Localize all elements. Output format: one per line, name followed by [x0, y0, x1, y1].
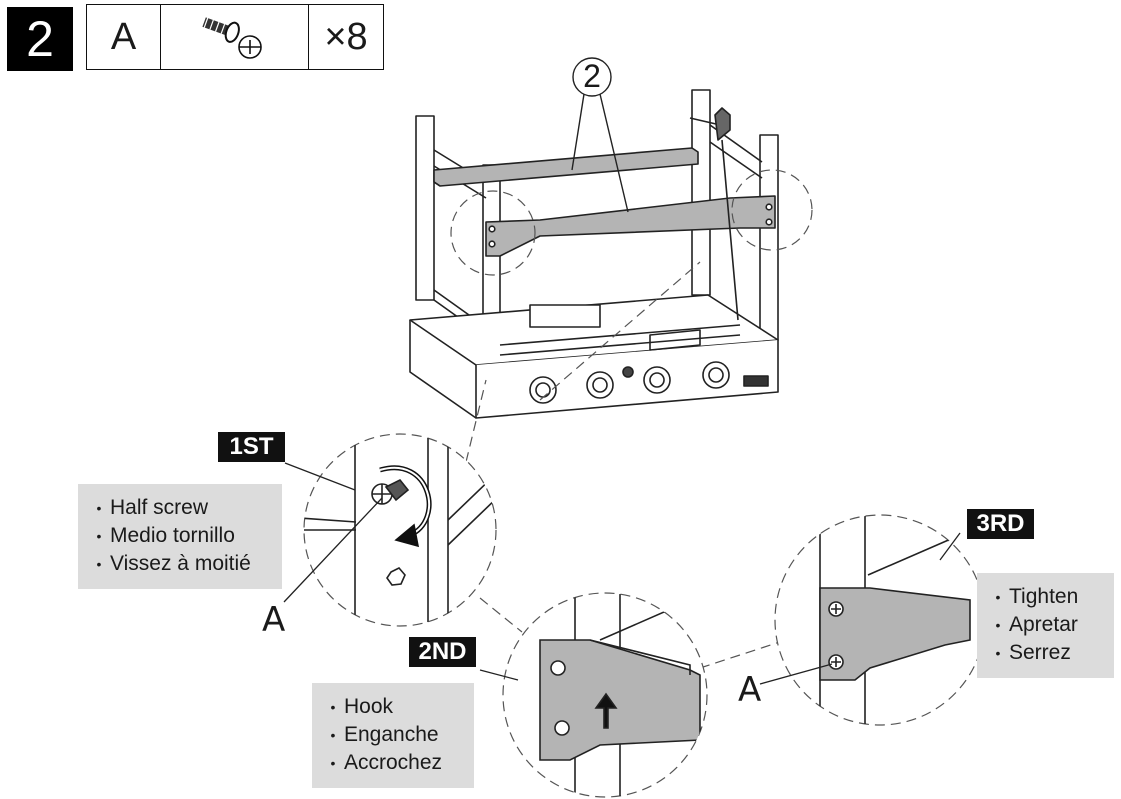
- instruction-note-first: Half screw Medio tornillo Vissez à moiti…: [78, 484, 282, 589]
- note-line: Tighten: [987, 583, 1114, 611]
- instruction-note-second: Hook Enganche Accrochez: [312, 683, 474, 788]
- step-tag-first: 1ST: [218, 432, 285, 462]
- note-line: Enganche: [322, 721, 474, 749]
- screw-label-a-right: A: [738, 670, 762, 710]
- note-line: Accrochez: [322, 749, 474, 777]
- note-line: Serrez: [987, 639, 1114, 667]
- note-line: Half screw: [88, 494, 282, 522]
- note-line: Medio tornillo: [88, 522, 282, 550]
- parts-box: A ×8: [86, 4, 384, 70]
- note-line: Hook: [322, 693, 474, 721]
- step-number-badge: 2: [7, 7, 73, 71]
- note-line: Vissez à moitié: [88, 550, 282, 578]
- note-line: Apretar: [987, 611, 1114, 639]
- step-tag-second: 2ND: [409, 637, 476, 667]
- screw-icon: [161, 5, 309, 69]
- part-number-callout: 2: [583, 58, 601, 94]
- part-letter: A: [87, 5, 161, 69]
- step-tag-third: 3RD: [967, 509, 1034, 539]
- screw-label-a-left: A: [262, 600, 286, 640]
- instruction-note-third: Tighten Apretar Serrez: [977, 573, 1114, 678]
- quantity-label: ×8: [324, 15, 368, 58]
